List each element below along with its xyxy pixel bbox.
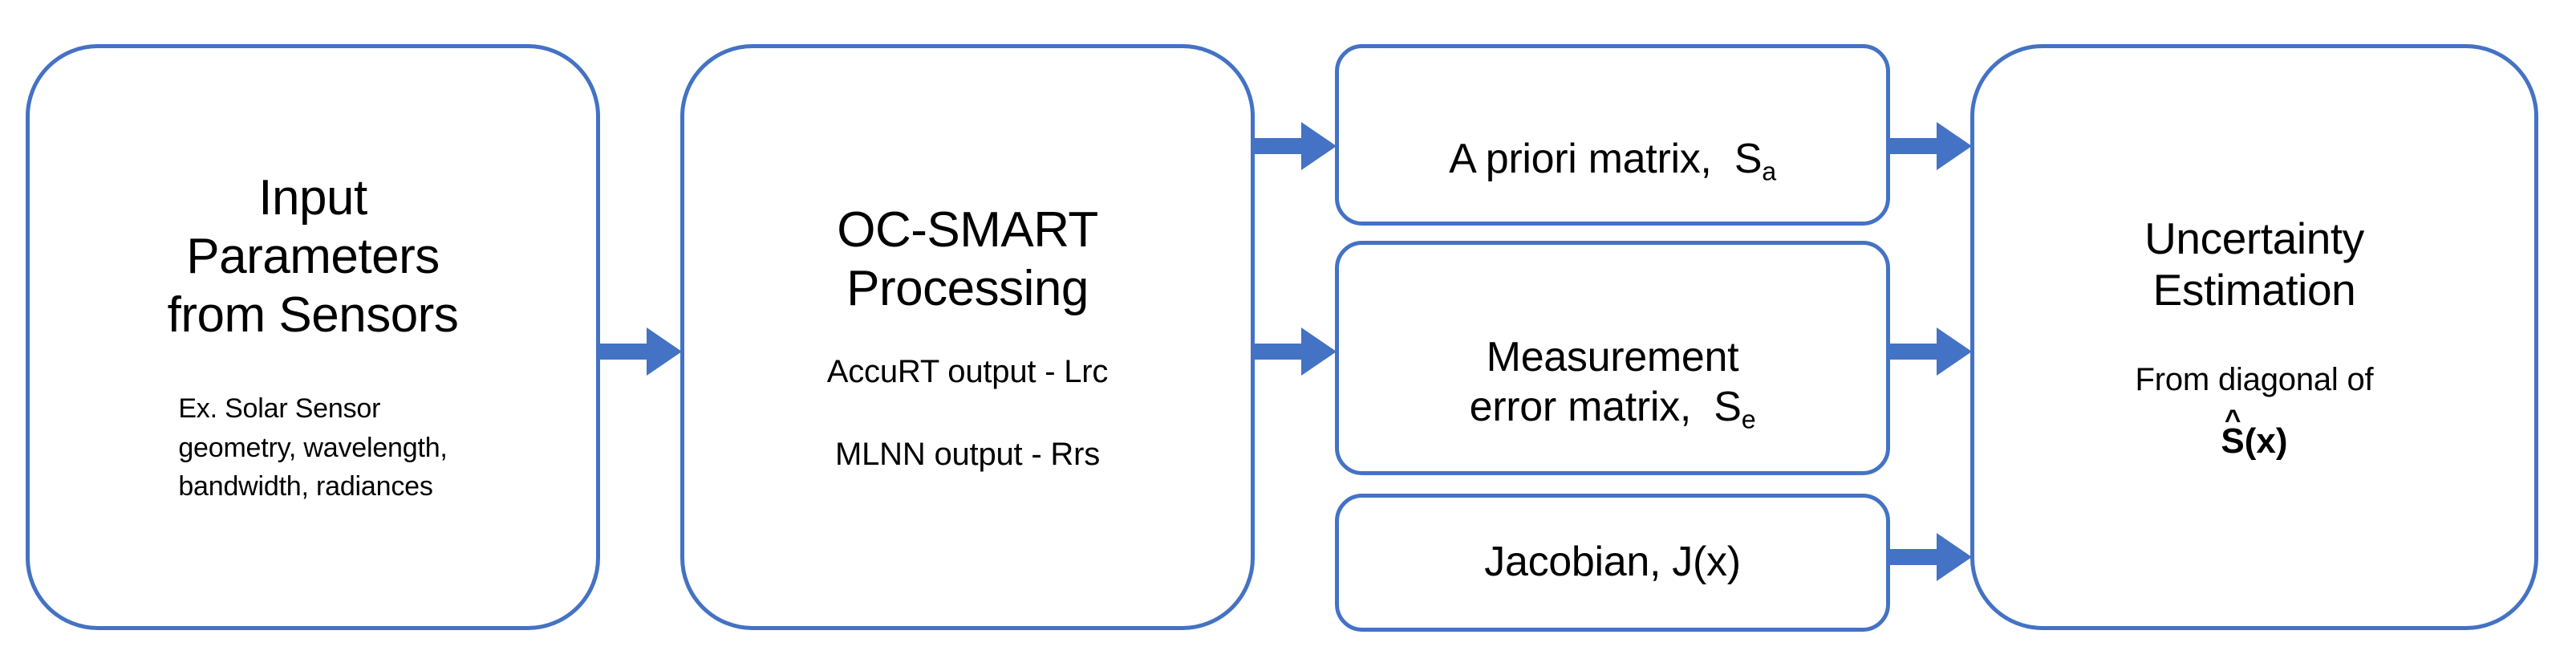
node-a-priori-matrix[interactable]: A priori matrix, Sa xyxy=(1335,44,1890,226)
node-input-heading: Input Parameters from Sensors xyxy=(167,169,459,344)
node-apriori-label-text: A priori matrix, xyxy=(1449,136,1712,182)
right-arrow-icon xyxy=(1887,120,1974,172)
formula-argument: (x) xyxy=(2244,421,2288,461)
right-arrow-icon xyxy=(597,326,684,377)
circumflex-accent-icon: ^ xyxy=(2224,404,2241,436)
node-measurement-label: Measurement error matrix, Se xyxy=(1470,284,1756,432)
node-apriori-label: A priori matrix, Sa xyxy=(1449,86,1776,185)
node-processing-detail-accurt: AccuRT output - Lrc xyxy=(826,353,1109,389)
node-measurement-symbol-subscript: e xyxy=(1741,405,1756,434)
formula-hatted-symbol: ^S xyxy=(2221,406,2245,462)
node-uncertainty-detail: From diagonal of xyxy=(2135,362,2374,398)
formula-symbol-base: S xyxy=(2221,421,2245,461)
node-measurement-label-text: Measurement error matrix, xyxy=(1469,334,1739,430)
node-uncertainty-formula: ^S(x) xyxy=(2221,406,2288,462)
node-processing-heading: OC-SMART Processing xyxy=(837,201,1098,316)
node-measurement-symbol: S xyxy=(1714,383,1742,430)
node-processing-detail-mlnn: MLNN output - Rrs xyxy=(834,437,1101,473)
node-uncertainty-estimation[interactable]: Uncertainty Estimation From diagonal of … xyxy=(1970,44,2538,630)
node-apriori-symbol: S xyxy=(1734,136,1763,182)
right-arrow-icon xyxy=(1251,326,1338,377)
node-uncertainty-heading: Uncertainty Estimation xyxy=(2144,213,2364,315)
right-arrow-icon xyxy=(1887,326,1974,377)
node-input-parameters[interactable]: Input Parameters from Sensors Ex. Solar … xyxy=(26,44,600,630)
node-apriori-symbol-subscript: a xyxy=(1762,157,1776,186)
node-input-detail: Ex. Solar Sensor geometry, wavelength, b… xyxy=(178,393,448,502)
node-oc-smart-processing[interactable]: OC-SMART Processing AccuRT output - Lrc … xyxy=(680,44,1255,630)
node-measurement-error-matrix[interactable]: Measurement error matrix, Se xyxy=(1335,241,1890,475)
right-arrow-icon xyxy=(1251,120,1338,172)
right-arrow-icon xyxy=(1887,531,1974,583)
node-jacobian[interactable]: Jacobian, J(x) xyxy=(1335,494,1890,632)
node-jacobian-label: Jacobian, J(x) xyxy=(1484,539,1741,586)
